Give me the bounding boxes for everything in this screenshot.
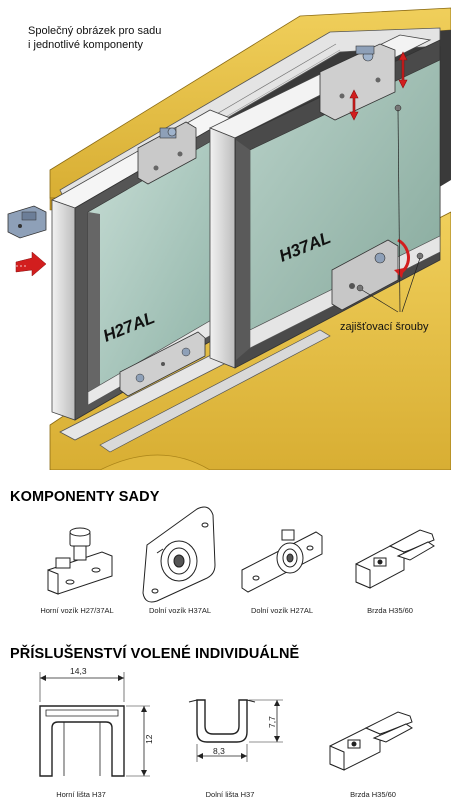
top-carriage-label: Horní vozík H27/37AL bbox=[40, 606, 114, 615]
entry-carriage bbox=[7, 205, 47, 239]
brake-label: Brzda H35/60 bbox=[367, 606, 413, 615]
bottom-rail-label: Dolní lišta H37 bbox=[205, 790, 255, 799]
top-rail-profile: 14,3 12 bbox=[20, 666, 170, 788]
locking-screws bbox=[356, 104, 424, 292]
bottom-rail-height-dim: 7,7 bbox=[267, 716, 277, 728]
top-rail-profile-drawing: 14,3 12 bbox=[39, 666, 154, 777]
top-rail-width-dim: 14,3 bbox=[70, 666, 87, 676]
caption-line-2: i jednotlivé komponenty bbox=[28, 39, 143, 51]
brake-accessory-label: Brzda H35/60 bbox=[350, 790, 396, 799]
callout-leaders bbox=[361, 109, 421, 313]
adjust-arrows-top bbox=[349, 51, 408, 121]
lower-carriage-h37-icon bbox=[142, 506, 216, 603]
accessories-section-title: PŘÍSLUŠENSTVÍ VOLENÉ INDIVIDUÁLNĚ bbox=[10, 646, 300, 662]
top-rail-height-dim: 12 bbox=[144, 734, 154, 744]
bottom-carriage-left bbox=[119, 331, 206, 397]
top-carriage-icon bbox=[47, 527, 113, 595]
top-carriage-part bbox=[40, 522, 120, 602]
brake-accessory-icon bbox=[329, 711, 413, 771]
brake-part bbox=[350, 520, 440, 600]
bottom-carriage-right bbox=[331, 239, 399, 311]
top-carriage-right bbox=[319, 43, 396, 121]
caption-line-1: Společný obrázek pro sadu bbox=[28, 25, 162, 37]
lower-carriage-h37-part bbox=[135, 505, 225, 605]
brake-accessory-part bbox=[322, 702, 422, 782]
sliding-door-illustration: H27AL H37AL zajišťovací šrouby bbox=[7, 7, 451, 471]
lower-carriage-h27-part bbox=[238, 518, 328, 603]
top-rail-label: Horní lišta H37 bbox=[56, 790, 106, 799]
intro-caption: Společný obrázek pro sadu i jednotlivé k… bbox=[28, 24, 161, 52]
insert-arrow bbox=[15, 251, 47, 277]
bottom-rail-profile-drawing: 7,7 8,3 bbox=[188, 699, 283, 762]
bottom-rail-width-dim: 8,3 bbox=[213, 746, 225, 756]
bottom-rail-profile: 7,7 8,3 bbox=[185, 692, 305, 770]
lower-carriage-h27-label: Dolní vozík H27AL bbox=[250, 606, 314, 615]
sliding-door-scene: H27AL H37AL zajišťovací šrouby bbox=[7, 7, 451, 471]
kit-section-title: KOMPONENTY SADY bbox=[10, 489, 160, 505]
lower-carriage-h27-icon bbox=[241, 529, 323, 593]
top-carriage-left bbox=[137, 121, 197, 185]
lower-carriage-h37-label: Dolní vozík H37AL bbox=[148, 606, 212, 615]
screws-callout: zajišťovací šrouby bbox=[340, 321, 429, 333]
brake-icon bbox=[355, 529, 435, 589]
